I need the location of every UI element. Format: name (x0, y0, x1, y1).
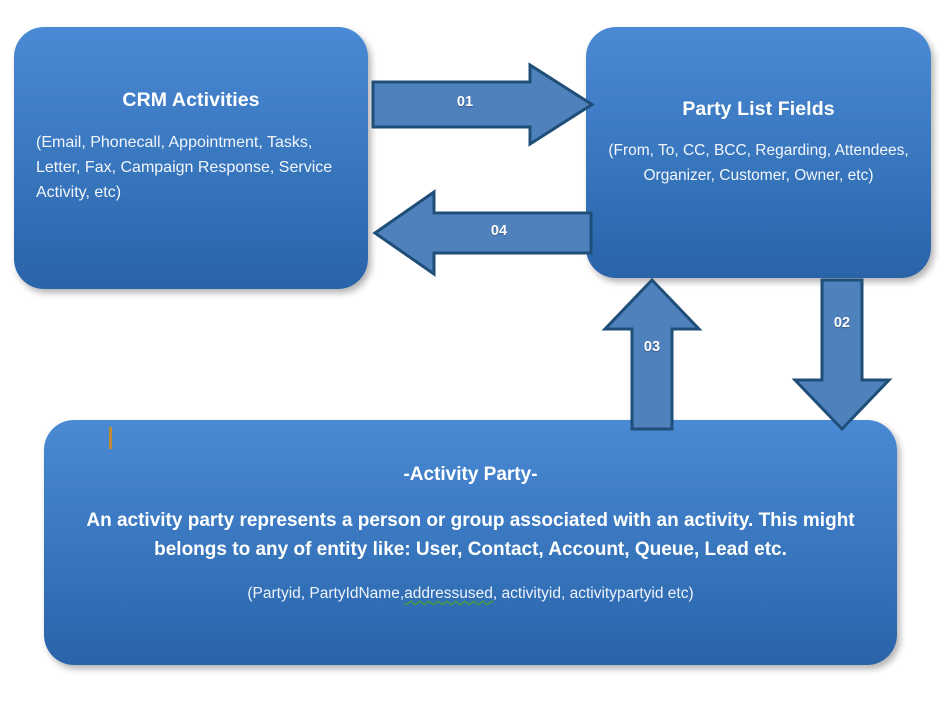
box-party-list-fields-body: (From, To, CC, BCC, Regarding, Attendees… (608, 142, 909, 184)
box-crm-activities[interactable]: CRM Activities (Email, Phonecall, Appoin… (14, 27, 368, 289)
box-activity-party-description: An activity party represents a person or… (86, 510, 855, 561)
arrow-02-down[interactable]: 02 (791, 277, 893, 432)
arrow-04-left[interactable]: 04 (372, 188, 594, 278)
arrow-01-right[interactable]: 01 (370, 62, 595, 147)
fields-prefix-text: (Partyid, PartyIdName, (247, 584, 405, 602)
box-activity-party[interactable]: -Activity Party- An activity party repre… (44, 420, 897, 665)
box-party-list-fields[interactable]: Party List Fields (From, To, CC, BCC, Re… (586, 27, 931, 278)
box-activity-party-fields: (Partyid, PartyIdName,addressused, activ… (74, 585, 867, 603)
box-activity-party-title: -Activity Party- (403, 464, 538, 485)
box-crm-activities-body: (Email, Phonecall, Appointment, Tasks, L… (36, 134, 333, 201)
box-party-list-fields-title: Party List Fields (682, 98, 835, 120)
text-cursor-caret (109, 427, 112, 449)
box-crm-activities-title: CRM Activities (122, 89, 260, 111)
misspelled-word-addressused[interactable]: addressused (404, 584, 493, 602)
fields-suffix-text: , activityid, activitypartyid etc) (492, 584, 694, 602)
arrow-03-up[interactable]: 03 (601, 277, 703, 432)
